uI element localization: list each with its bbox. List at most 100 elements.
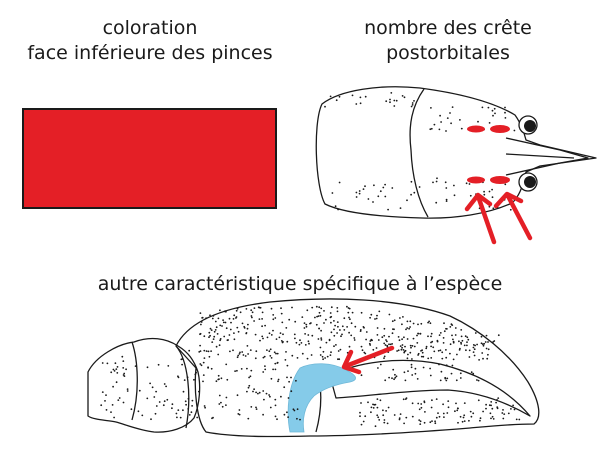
stipple-dot	[487, 353, 489, 356]
stipple-dot	[296, 357, 299, 359]
stipple-dot	[280, 395, 282, 398]
stipple-dot	[355, 103, 358, 105]
stipple-dot	[179, 416, 182, 419]
stipple-dot	[218, 378, 220, 380]
stipple-dot	[248, 376, 251, 379]
stipple-dot	[351, 311, 354, 314]
stipple-dot	[268, 332, 271, 335]
stipple-dot	[203, 335, 206, 338]
stipple-dot	[430, 357, 433, 359]
stipple-dot	[492, 114, 494, 117]
stipple-dot	[378, 310, 381, 313]
claw-stipple	[100, 305, 521, 428]
stipple-dot	[221, 325, 223, 327]
stipple-dot	[307, 340, 310, 343]
stipple-dot	[186, 376, 189, 379]
stipple-dot	[224, 310, 227, 313]
stipple-dot	[205, 350, 208, 352]
stipple-dot	[453, 194, 456, 197]
stipple-dot	[333, 334, 336, 337]
stipple-dot	[365, 338, 367, 341]
stipple-dot	[253, 307, 256, 309]
stipple-dot	[420, 406, 423, 409]
stipple-dot	[468, 356, 471, 358]
stipple-dot	[358, 190, 361, 192]
stipple-dot	[246, 327, 249, 330]
stipple-dot	[242, 354, 245, 356]
stipple-dot	[473, 348, 476, 351]
stipple-dot	[414, 372, 417, 375]
stipple-dot	[283, 413, 286, 416]
stipple-dot	[228, 317, 231, 320]
stipple-dot	[241, 351, 244, 353]
stipple-dot	[384, 183, 386, 186]
stipple-dot	[264, 324, 266, 327]
stipple-dot	[237, 354, 240, 357]
stipple-dot	[177, 375, 179, 378]
stipple-dot	[359, 96, 362, 99]
stipple-dot	[502, 417, 505, 420]
stipple-dot	[319, 314, 322, 317]
stipple-dot	[497, 397, 500, 399]
stipple-dot	[198, 390, 200, 393]
stipple-dot	[410, 193, 412, 196]
stipple-dot	[468, 183, 471, 185]
stipple-dot	[417, 402, 420, 405]
stipple-dot	[359, 330, 362, 332]
stipple-dot	[191, 405, 194, 407]
stipple-dot	[360, 345, 363, 348]
stipple-dot	[277, 378, 280, 381]
stipple-dot	[273, 351, 276, 354]
stipple-dot	[507, 412, 510, 415]
stipple-dot	[187, 397, 190, 400]
stipple-dot	[255, 408, 258, 410]
stipple-dot	[325, 341, 328, 344]
stipple-dot	[428, 320, 430, 323]
stipple-dot	[367, 198, 370, 200]
stipple-dot	[361, 349, 364, 352]
stipple-dot	[250, 406, 253, 408]
stipple-dot	[430, 127, 433, 130]
stipple-dot	[249, 349, 252, 351]
stipple-dot	[263, 355, 266, 358]
stipple-dot	[458, 349, 461, 351]
stipple-dot	[250, 369, 253, 372]
stipple-dot	[513, 129, 516, 132]
stipple-dot	[401, 346, 403, 349]
stipple-dot	[329, 354, 332, 356]
stipple-dot	[230, 321, 232, 324]
stipple-dot	[116, 372, 119, 374]
stipple-dot	[199, 350, 202, 352]
stipple-dot	[472, 351, 475, 353]
stipple-dot	[219, 338, 222, 340]
stipple-dot	[435, 398, 438, 400]
stipple-dot	[453, 184, 455, 187]
stipple-dot	[171, 403, 174, 406]
stipple-dot	[291, 354, 294, 357]
stipple-dot	[481, 106, 484, 109]
stipple-dot	[293, 333, 296, 336]
stipple-dot	[299, 339, 301, 342]
stipple-dot	[492, 341, 495, 343]
stipple-dot	[126, 390, 129, 392]
stipple-dot	[389, 343, 392, 346]
stipple-dot	[104, 400, 106, 402]
stipple-dot	[445, 356, 448, 359]
stipple-dot	[430, 406, 433, 409]
stipple-dot	[298, 343, 301, 346]
arrow-left-crest-head	[464, 192, 493, 212]
stipple-dot	[409, 344, 412, 347]
stipple-dot	[363, 326, 365, 329]
stipple-dot	[456, 353, 458, 356]
stipple-dot	[258, 318, 261, 320]
stipple-dot	[372, 201, 374, 203]
stipple-dot	[207, 366, 210, 369]
stipple-dot	[286, 340, 289, 343]
stipple-dot	[483, 193, 486, 196]
stipple-dot	[304, 344, 307, 346]
stipple-dot	[214, 329, 217, 331]
stipple-dot	[388, 335, 390, 338]
stipple-dot	[411, 104, 414, 106]
stipple-dot	[322, 358, 324, 361]
stipple-dot	[338, 181, 341, 184]
